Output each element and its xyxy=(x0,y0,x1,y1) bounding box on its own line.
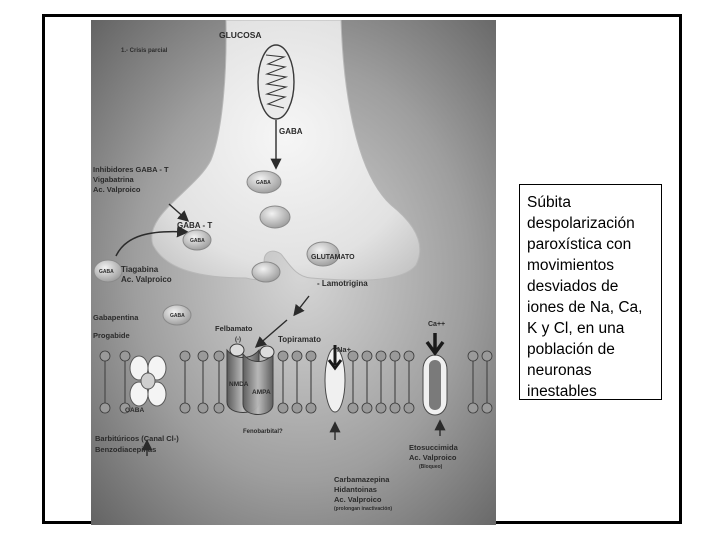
label-ca: Ca++ xyxy=(428,321,445,328)
label-barbituricos-1: Barbitúricos (Canal Cl-) xyxy=(95,434,179,443)
label-etosuccimida-2: Ac. Valproico xyxy=(409,453,457,462)
label-gaba-t: GABA - T xyxy=(177,221,212,230)
vesicle-gaba-t xyxy=(182,229,212,251)
label-topiramato: Topiramato xyxy=(278,335,321,344)
label-felbamato-sign: (-) xyxy=(235,337,241,343)
vesicle-glutamate xyxy=(306,241,340,267)
calcium-channel xyxy=(422,333,448,416)
gaba-chloride-channel xyxy=(129,355,167,407)
label-felbamato: Felbamato xyxy=(215,324,253,333)
label-gabapentina: Gabapentina xyxy=(93,313,139,322)
label-fenobarbital: Fenobarbital? xyxy=(243,429,283,435)
mitochondrion xyxy=(257,44,295,120)
label-tiagabina-2: Ac. Valproico xyxy=(121,275,172,284)
gaba-gabapentina-molecule xyxy=(162,304,192,326)
label-inhibitors-1: Inhibidores GABA - T xyxy=(93,165,169,174)
label-ampa: AMPA xyxy=(252,389,271,396)
label-barbituricos-2: Benzodiacepinas xyxy=(95,445,156,454)
label-etosuccimida-1: Etosuccimida xyxy=(409,443,459,452)
arrow-inhibitors xyxy=(168,203,190,222)
label-etosuccimida-note: (Bloqueo) xyxy=(419,464,443,470)
label-gaba-gabapentina: GABA xyxy=(170,313,185,319)
vesicle-lower xyxy=(251,261,281,283)
label-inhibitors-2: Vigabatrina xyxy=(93,175,135,184)
label-inhibitors-3: Ac. Valproico xyxy=(93,185,141,194)
label-gaba-small: GABA xyxy=(190,238,205,244)
label-progabide: Progabide xyxy=(93,331,130,340)
vesicle-empty xyxy=(259,205,291,229)
ampa-binding-site xyxy=(259,345,275,359)
ampa-receptor xyxy=(242,352,274,415)
label-tiagabina-1: Tiagabina xyxy=(121,265,159,274)
label-nmda: NMDA xyxy=(229,381,249,388)
sodium-flow-arrow xyxy=(327,345,343,371)
neurotransmission-figure: 1.- Crisis parcial GLUCOSA GABA GABA Inh… xyxy=(91,20,496,525)
figure-title: 1.- Crisis parcial xyxy=(121,48,168,54)
label-gaba-top: GABA xyxy=(279,127,303,136)
label-glutamato: GLUTAMATO xyxy=(311,254,355,261)
label-gaba-channel: GABA xyxy=(125,407,144,414)
arrow-glutamate-release xyxy=(293,295,310,317)
synapse-diagram: 1.- Crisis parcial GLUCOSA GABA GABA Inh… xyxy=(91,20,496,525)
caption-box: Súbita despolarización paroxística con m… xyxy=(519,184,662,400)
caption-text: Súbita despolarización paroxística con m… xyxy=(527,194,643,400)
label-carbamazepina-2: Hidantoinas xyxy=(334,485,377,494)
label-lamotrigina: - Lamotrigina xyxy=(317,279,368,288)
presynaptic-terminal xyxy=(151,20,421,281)
label-carbamazepina-1: Carbamazepina xyxy=(334,475,390,484)
label-gaba-outside: GABA xyxy=(99,269,114,275)
postsynaptic-membrane xyxy=(99,350,493,414)
vesicle-gaba-main xyxy=(246,170,282,194)
label-glucosa: GLUCOSA xyxy=(219,30,262,40)
label-na: Na+ xyxy=(337,345,352,354)
label-carbamazepina-note: (prolongan inactivación) xyxy=(334,506,392,512)
arrow-topiramato xyxy=(254,319,288,348)
gaba-reuptake-molecule xyxy=(93,259,123,283)
arrow-reuptake xyxy=(115,225,189,257)
label-gaba-vesicle: GABA xyxy=(256,180,271,186)
label-carbamazepina-3: Ac. Valproico xyxy=(334,495,382,504)
nmda-binding-site xyxy=(229,343,245,357)
